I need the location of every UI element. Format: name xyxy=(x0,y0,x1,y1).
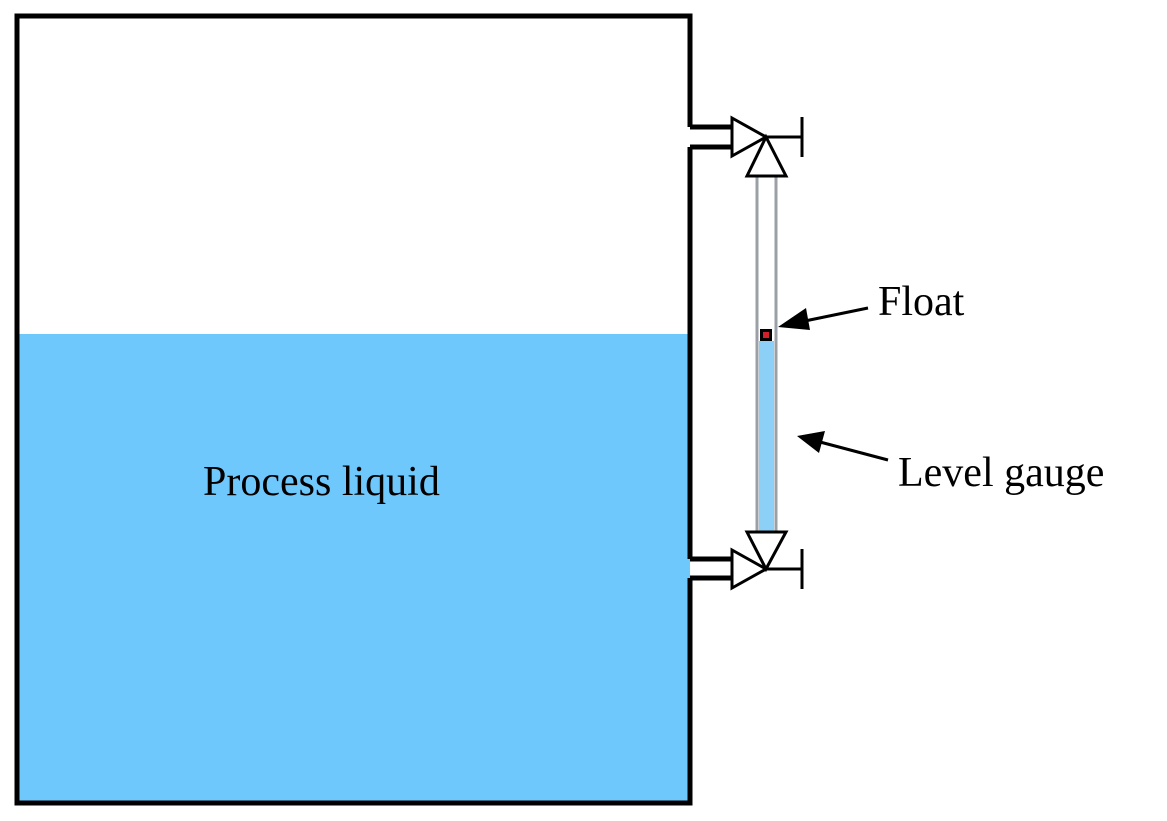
upper-valve xyxy=(730,115,804,178)
float-label: Float xyxy=(878,279,965,325)
lower-nozzle xyxy=(690,556,732,581)
process-liquid-label: Process liquid xyxy=(203,459,440,505)
level-gauge-callout-arrow xyxy=(797,431,889,462)
upper-nozzle xyxy=(690,124,732,150)
level-gauge-label: Level gauge xyxy=(898,450,1104,496)
gauge-liquid xyxy=(759,341,774,534)
lower-valve xyxy=(730,530,804,591)
tank-vessel xyxy=(14,13,693,806)
float-callout-arrow xyxy=(778,306,869,330)
float-marker-core xyxy=(763,332,769,338)
process-liquid-fill xyxy=(17,334,690,803)
